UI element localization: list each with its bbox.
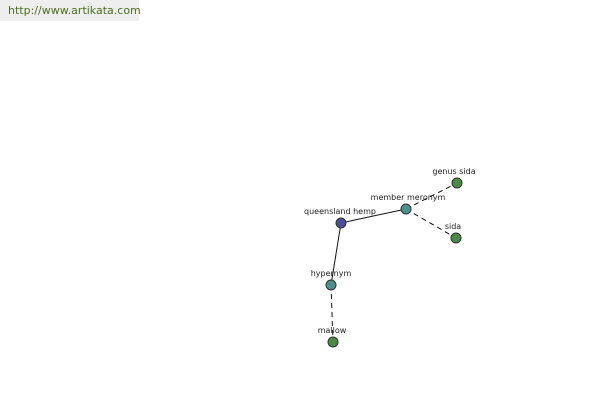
node-member-meronym[interactable]: member meronym	[371, 193, 446, 215]
node-queensland-hemp[interactable]: queensland hemp	[304, 207, 376, 229]
node-marker[interactable]	[327, 336, 339, 348]
node-label: genus sida	[432, 167, 475, 176]
node-marker[interactable]	[451, 177, 463, 189]
node-marker[interactable]	[450, 232, 462, 244]
node-genus-sida[interactable]: genus sida	[432, 167, 476, 189]
edge-queensland-hemp-to-member-meronym	[340, 208, 407, 224]
node-label: hypernym	[311, 269, 352, 278]
nodes-layer: queensland hemp member meronym genus sida s…	[304, 167, 476, 348]
node-marker[interactable]	[400, 203, 412, 215]
node-label: mallow	[318, 326, 347, 335]
node-marker[interactable]	[325, 279, 337, 291]
node-label: sida	[445, 222, 461, 231]
url-banner: http://www.artikata.com	[0, 0, 141, 21]
node-marker[interactable]	[335, 217, 347, 229]
node-mallow[interactable]: mallow	[318, 326, 347, 348]
site-url-link[interactable]: http://www.artikata.com	[8, 4, 141, 17]
node-label: member meronym	[371, 193, 446, 202]
edge-hypernym-to-mallow	[330, 284, 334, 343]
node-sida[interactable]: sida	[445, 222, 462, 244]
node-label: queensland hemp	[304, 207, 376, 216]
edges-layer	[330, 182, 458, 343]
edge-queensland-hemp-to-hypernym	[330, 222, 342, 286]
node-hypernym[interactable]: hypernym	[311, 269, 352, 291]
edge-member-meronym-to-sida	[405, 208, 457, 239]
edge-member-meronym-to-genus-sida	[405, 182, 458, 210]
